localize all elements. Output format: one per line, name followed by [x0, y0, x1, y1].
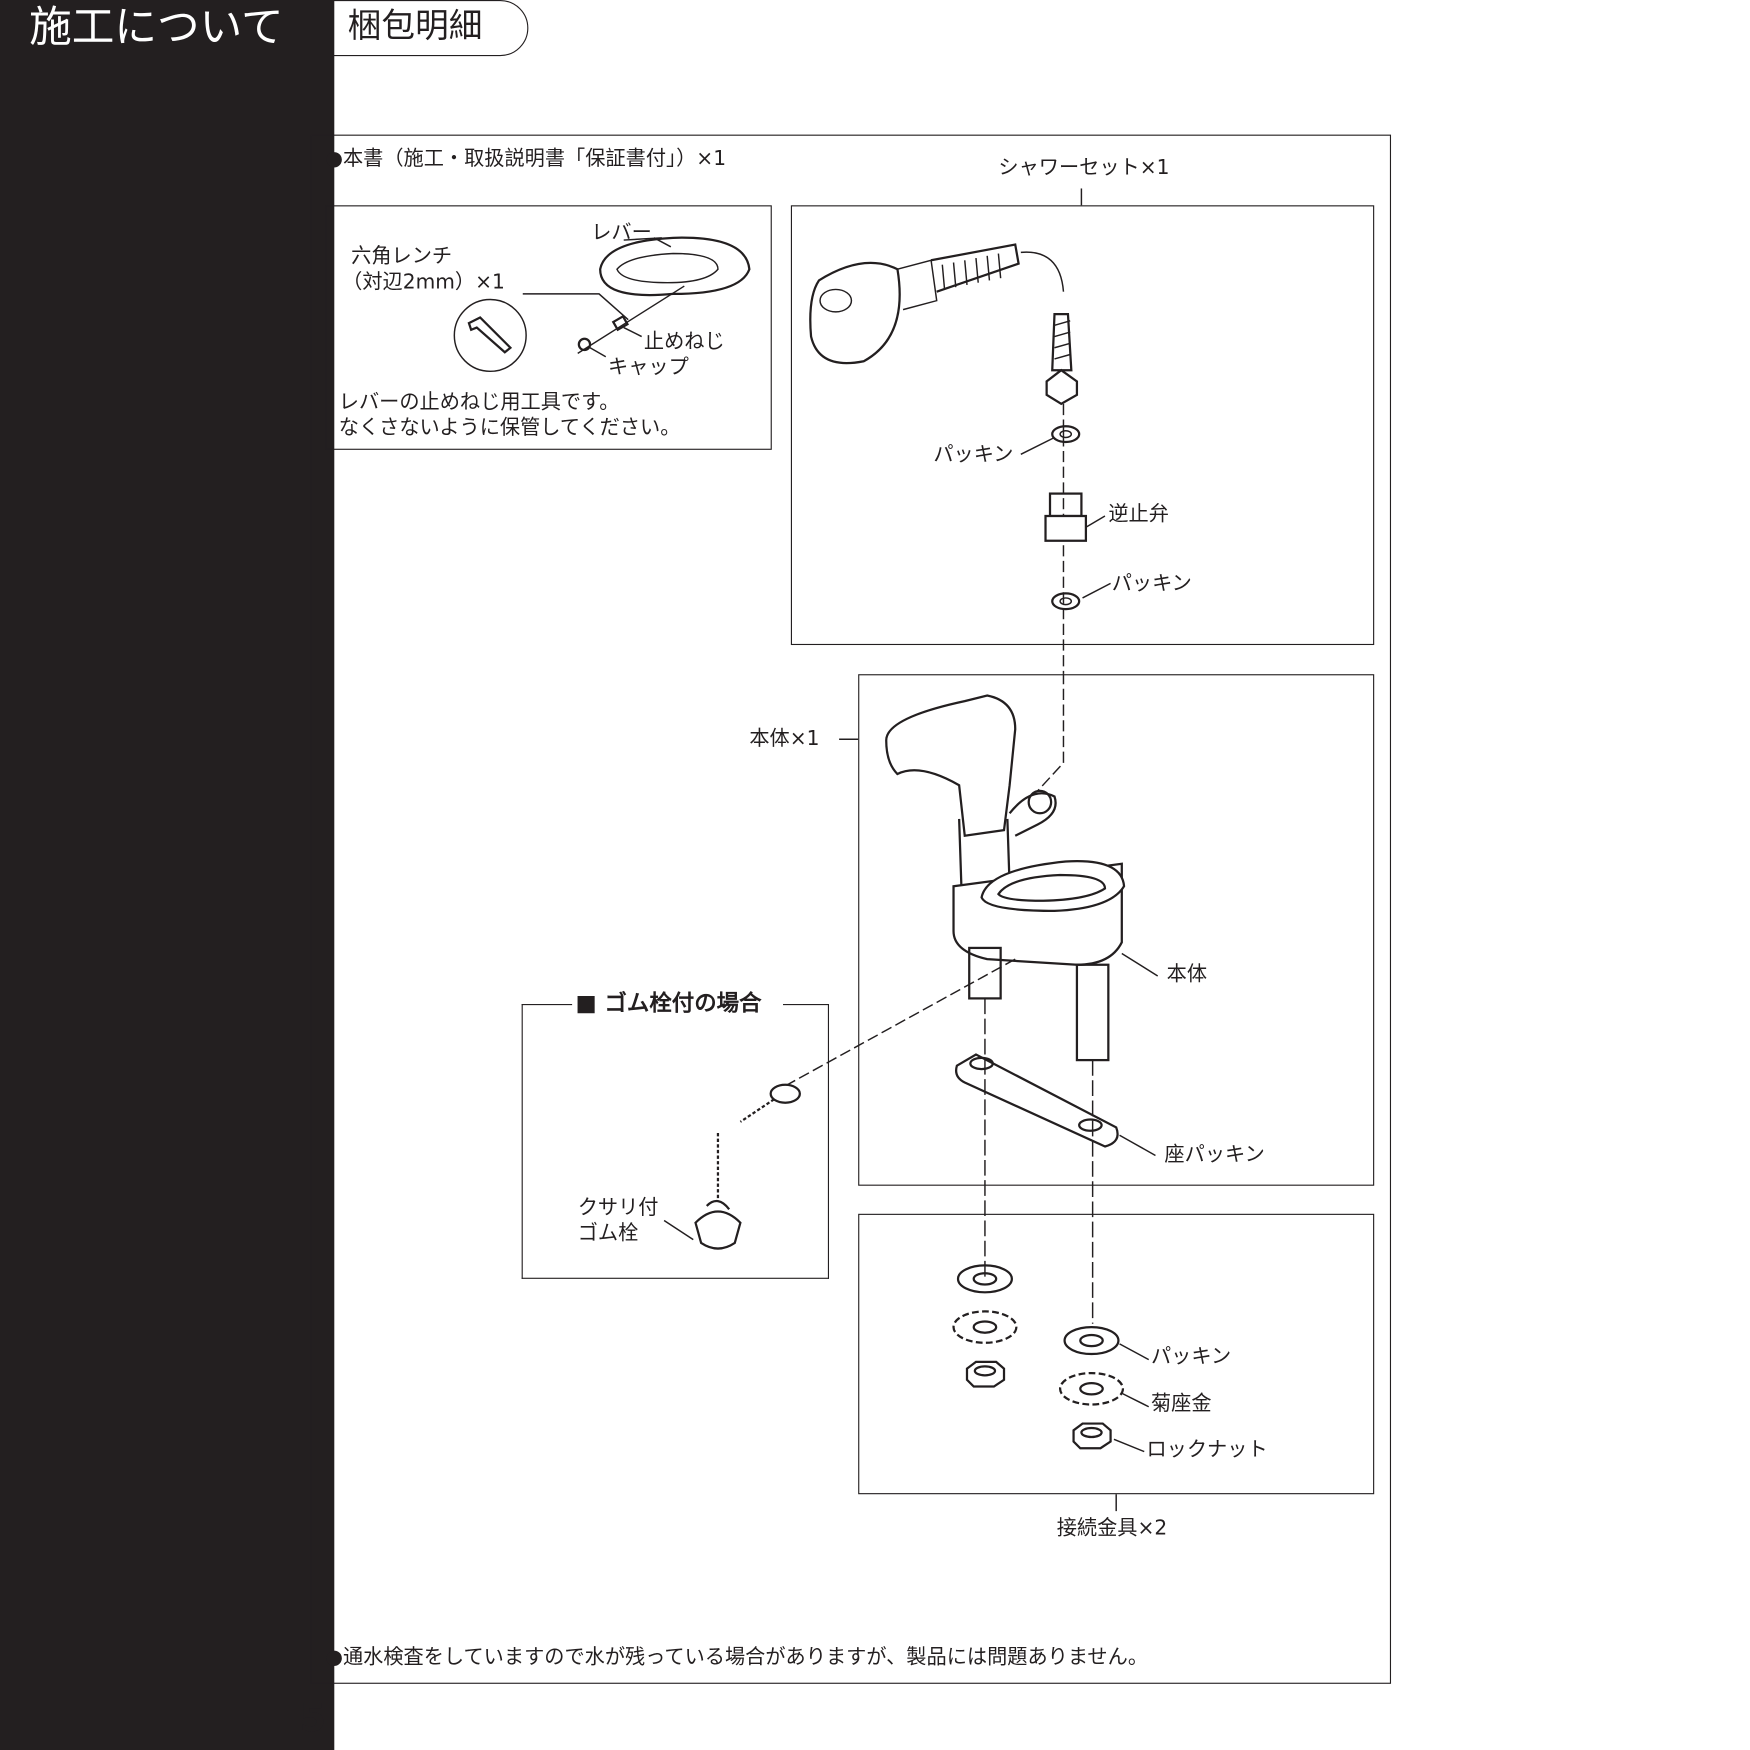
- page-title: 梱包明細: [347, 6, 483, 46]
- body-set-title: 本体×1: [749, 726, 820, 751]
- box-top-edge: [783, 1004, 830, 1006]
- rubber-plug-icon: [694, 1083, 801, 1250]
- packing-icon: [1020, 425, 1081, 455]
- washer-label: 菊座金: [1150, 1392, 1212, 1416]
- packing-label: パッキン: [1150, 1345, 1232, 1369]
- check-valve-icon: [1044, 492, 1106, 542]
- wrench-size-label: （対辺2mm）×1: [342, 270, 505, 294]
- page-number: 5: [299, 1696, 327, 1742]
- shower-set-box: [790, 205, 1375, 646]
- connection-title: 接続金具×2: [1056, 1516, 1168, 1541]
- faucet-body-icon: [885, 694, 1126, 1148]
- wrench-label: 六角レンチ: [351, 244, 453, 269]
- set-screw-icon: [611, 314, 642, 338]
- footer-note: ●通水検査をしていますので水が残っている場合がありますが、製品には問題ありません…: [325, 1645, 1149, 1670]
- section-header: 施工について 梱包明細: [0, 0, 529, 1750]
- packing-icon: [1063, 1325, 1120, 1356]
- locknut-icon: [965, 1360, 1006, 1388]
- shower-set-title: シャワーセット×1: [998, 155, 1170, 180]
- manual-item: ●本書（施工・取扱説明書「保証書付」）×1: [325, 146, 727, 171]
- set-screw-label: 止めねじ: [643, 329, 725, 354]
- packing-label: パッキン: [1111, 572, 1192, 596]
- rubber-plug-title: ■ ゴム栓付の場合: [575, 989, 762, 1017]
- packing-icon: [1051, 582, 1111, 611]
- cap-label: キャップ: [608, 355, 689, 380]
- rubber-plug-box: [521, 1004, 830, 1279]
- toothed-washer-icon: [952, 1310, 1018, 1344]
- packing-icon: [956, 1264, 1013, 1294]
- plug-label-1: クサリ付: [577, 1195, 659, 1220]
- connection-box: [858, 1213, 1375, 1495]
- check-valve-label: 逆止弁: [1108, 502, 1169, 527]
- seat-packing-label: 座パッキン: [1164, 1143, 1265, 1167]
- plug-label-2: ゴム栓: [577, 1221, 639, 1246]
- box-top-edge: [521, 1004, 573, 1006]
- hex-wrench-icon: [453, 293, 629, 373]
- wrench-box: [325, 205, 772, 450]
- body-box: [858, 674, 1375, 1186]
- packing-label: パッキン: [933, 443, 1014, 467]
- wrench-note-1: レバーの止めねじ用工具です。: [338, 390, 620, 414]
- contents-frame: [310, 134, 1392, 1684]
- cap-icon: [577, 337, 607, 358]
- locknut-label: ロックナット: [1146, 1438, 1268, 1462]
- toothed-washer-icon: [1058, 1371, 1125, 1406]
- body-label: 本体: [1166, 962, 1208, 987]
- section-label: 施工について: [0, 0, 335, 1750]
- lever-icon: [577, 236, 751, 354]
- wrench-note-2: なくさないように保管してください。: [338, 416, 681, 440]
- locknut-icon: [1072, 1422, 1112, 1450]
- shower-head-icon: [809, 188, 1083, 406]
